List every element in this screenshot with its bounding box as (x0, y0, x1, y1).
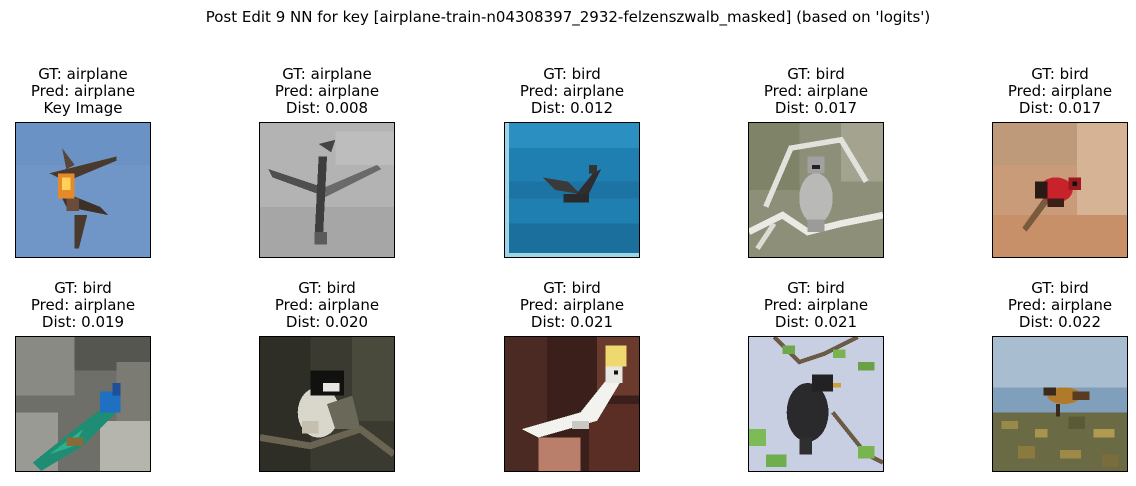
panel-caption: GT: airplane Pred: airplane Dist: 0.008 (219, 66, 435, 117)
dist-label: Dist: 0.020 (285, 313, 369, 331)
thumbnail-bird-on-branch-gray (748, 122, 884, 258)
thumbnail-airplane-sky (15, 122, 151, 258)
dist-label: Dist: 0.012 (530, 99, 614, 117)
gt-label: GT: bird (787, 65, 845, 83)
gt-label: GT: bird (54, 279, 112, 297)
panel-caption: GT: bird Pred: airplane Dist: 0.017 (708, 66, 924, 117)
thumbnail-bird-over-water (504, 122, 640, 258)
gt-label: GT: bird (787, 279, 845, 297)
thumbnail-airplane-gray (259, 122, 395, 258)
pred-label: Pred: airplane (1007, 82, 1113, 100)
gt-label: GT: bird (543, 279, 601, 297)
pred-label: Pred: airplane (763, 296, 869, 314)
pred-label: Pred: airplane (1007, 296, 1113, 314)
thumbnail-bird-on-shore (992, 336, 1128, 472)
gt-label: GT: airplane (282, 65, 372, 83)
pred-label: Pred: airplane (274, 296, 380, 314)
thumbnail-chickadee-dark (259, 336, 395, 472)
thumbnail-cockatoo-brown (504, 336, 640, 472)
panel-caption: GT: bird Pred: airplane Dist: 0.021 (464, 280, 680, 331)
panel-caption: GT: bird Pred: airplane Dist: 0.019 (0, 280, 191, 331)
pred-label: Pred: airplane (519, 82, 625, 100)
gt-label: GT: bird (1031, 279, 1089, 297)
gt-label: GT: airplane (38, 65, 128, 83)
dist-label: Dist: 0.021 (530, 313, 614, 331)
dist-label: Dist: 0.017 (1018, 99, 1102, 117)
dist-label: Dist: 0.021 (774, 313, 858, 331)
dist-label: Dist: 0.017 (774, 99, 858, 117)
dist-label: Dist: 0.022 (1018, 313, 1102, 331)
panel-caption: GT: bird Pred: airplane Dist: 0.017 (952, 66, 1136, 117)
gt-label: GT: bird (543, 65, 601, 83)
figure-title: Post Edit 9 NN for key [airplane-train-n… (205, 8, 931, 26)
panel-caption: GT: bird Pred: airplane Dist: 0.012 (464, 66, 680, 117)
gt-label: GT: bird (298, 279, 356, 297)
pred-label: Pred: airplane (30, 82, 136, 100)
panel-caption: GT: bird Pred: airplane Dist: 0.020 (219, 280, 435, 331)
panel-caption: GT: bird Pred: airplane Dist: 0.021 (708, 280, 924, 331)
pred-label: Pred: airplane (763, 82, 869, 100)
panel-caption: GT: bird Pred: airplane Dist: 0.022 (952, 280, 1136, 331)
thumbnail-starling-branches (748, 336, 884, 472)
panel-caption: GT: airplane Pred: airplane Key Image (0, 66, 191, 117)
key-image-label: Key Image (43, 99, 123, 117)
thumbnail-peacock-rocks (15, 336, 151, 472)
thumbnail-red-bird-peach (992, 122, 1128, 258)
pred-label: Pred: airplane (519, 296, 625, 314)
gt-label: GT: bird (1031, 65, 1089, 83)
dist-label: Dist: 0.008 (285, 99, 369, 117)
dist-label: Dist: 0.019 (41, 313, 125, 331)
pred-label: Pred: airplane (274, 82, 380, 100)
pred-label: Pred: airplane (30, 296, 136, 314)
